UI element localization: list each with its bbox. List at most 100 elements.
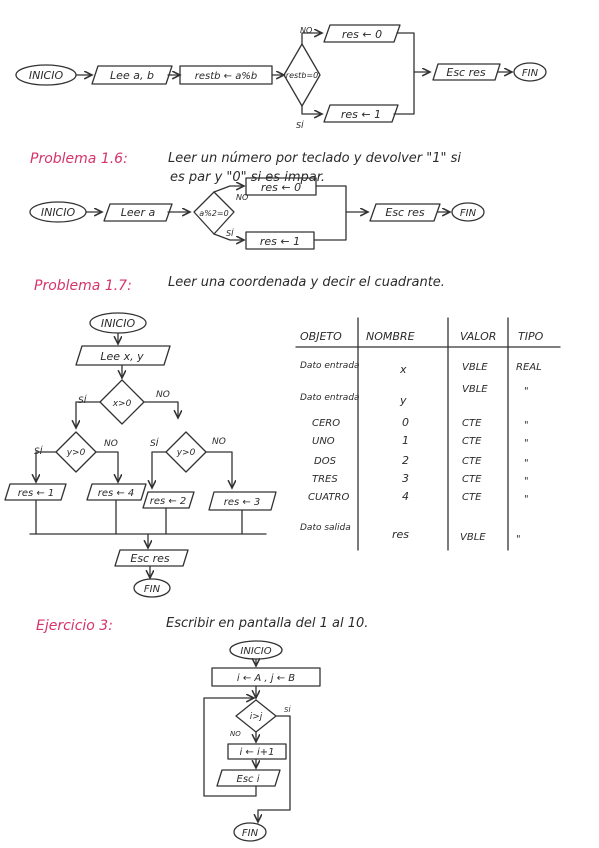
- si-label: SÍ: [78, 394, 88, 406]
- table-cell-nombre: x: [399, 363, 407, 376]
- increment-label: i ← i+1: [239, 747, 274, 758]
- exercise-3-heading: Ejercicio 3:: [36, 618, 113, 634]
- si-label: SÍ: [150, 437, 160, 449]
- si-label: SÍ: [284, 705, 291, 714]
- table-cell-valor: VBLE: [462, 384, 488, 395]
- res4-box: [86, 483, 147, 501]
- decision-main-label: x>0: [112, 399, 132, 409]
- table-cell-nombre: 1: [402, 434, 409, 447]
- table-cell-valor: VBLE: [460, 532, 486, 543]
- table-cell-valor: VBLE: [462, 362, 488, 373]
- table-cell-nombre: res: [392, 528, 409, 541]
- exercise-3-text: Escribir en pantalla del 1 al 10.: [166, 616, 368, 631]
- table-cell-nombre: y: [399, 394, 407, 407]
- start-label: INICIO: [101, 317, 136, 330]
- write-label: Esc i: [237, 774, 260, 785]
- table-cell-valor: CTE: [462, 474, 482, 485]
- problem-1-6: Problema 1.6: Leer un número por teclado…: [29, 151, 485, 250]
- decision-left-label: y>0: [66, 448, 86, 458]
- table-cell-objeto: DOS: [314, 456, 337, 467]
- table-cell-objeto: Dato entrada: [300, 393, 360, 403]
- problem-1-6-heading: Problema 1.6:: [30, 151, 128, 167]
- no-label: NO: [230, 730, 241, 738]
- decision-right-label: y>0: [176, 448, 196, 458]
- table-cell-tipo: ": [524, 494, 529, 505]
- write-label: Esc res: [385, 206, 425, 219]
- si-label: SÍ: [226, 227, 235, 238]
- read-io-box: [103, 203, 173, 222]
- table-cell-valor: CTE: [462, 492, 482, 503]
- end-terminal: [233, 822, 267, 842]
- start-label: INICIO: [41, 206, 76, 219]
- start-label: INICIO: [29, 69, 64, 82]
- table-cell-valor: CTE: [462, 436, 482, 447]
- end-terminal: [513, 62, 547, 82]
- problem-1-7: Problema 1.7: Leer una coordenada y deci…: [4, 275, 445, 598]
- table-cell-valor: CTE: [462, 418, 482, 429]
- res3-box: [208, 491, 277, 511]
- decision-diamond: [283, 43, 321, 107]
- table-cell-nombre: 3: [402, 472, 409, 485]
- table-cell-objeto: UNO: [312, 436, 335, 447]
- table-header-valor: VALOR: [460, 330, 496, 343]
- decision-label: a%2=0: [199, 209, 228, 218]
- write-box: [369, 203, 441, 222]
- table-cell-objeto: Dato salida: [300, 523, 351, 533]
- table-cell-tipo: ": [524, 458, 529, 469]
- read-label: Lee a, b: [110, 69, 154, 82]
- table-cell-tipo: ": [524, 420, 529, 431]
- table-cell-tipo: REAL: [516, 362, 542, 373]
- exercise-3: Ejercicio 3: Escribir en pantalla del 1 …: [36, 616, 368, 842]
- end-label: FIN: [460, 208, 477, 219]
- problem-1-7-text: Leer una coordenada y decir el cuadrante…: [168, 275, 445, 290]
- res2-label: res ← 2: [150, 496, 187, 507]
- table-cell-objeto: CUATRO: [308, 492, 349, 503]
- table-header-tipo: TIPO: [518, 330, 544, 343]
- no-label: NO: [104, 439, 118, 449]
- decision-label: restb=0: [286, 71, 318, 80]
- decision-label: i>j: [250, 712, 263, 722]
- table-cell-valor: CTE: [462, 456, 482, 467]
- read-label: Leer a: [121, 206, 156, 219]
- end-label: FIN: [242, 828, 259, 839]
- write-box: [216, 769, 281, 787]
- end-terminal: [451, 202, 485, 222]
- no-label: NO: [212, 437, 226, 447]
- end-label: FIN: [144, 584, 161, 595]
- increment-box: [227, 743, 287, 760]
- res0-label: res ← 0: [342, 28, 382, 41]
- problem-1-7-heading: Problema 1.7:: [34, 278, 132, 294]
- no-label: NO: [300, 26, 312, 35]
- res1-label: res ← 1: [260, 235, 300, 248]
- res1-label: res ← 1: [341, 108, 381, 121]
- write-box: [114, 549, 189, 567]
- decision-diamond: [193, 191, 235, 235]
- table-cell-nombre: 4: [402, 490, 409, 503]
- table-cell-objeto: Dato entrada: [300, 361, 360, 371]
- end-label: FIN: [522, 68, 539, 79]
- table-cell-nombre: 0: [402, 416, 409, 429]
- res1-box: [323, 104, 399, 123]
- read-label: Lee x, y: [100, 350, 144, 363]
- si-label: SÍ: [34, 445, 44, 457]
- read-io-box: [75, 345, 171, 366]
- problem-1-6-text-line1: Leer un número por teclado y devolver "1…: [168, 151, 461, 166]
- table-cell-objeto: CERO: [312, 418, 340, 429]
- res0-box: [323, 24, 401, 43]
- start-label: INICIO: [240, 646, 271, 657]
- table-cell-objeto: TRES: [312, 474, 338, 485]
- init-label: i ← A , j ← B: [237, 673, 295, 684]
- table-cell-tipo: ": [524, 476, 529, 487]
- res0-label: res ← 0: [261, 181, 301, 194]
- init-box: [211, 667, 321, 687]
- res4-label: res ← 4: [98, 488, 135, 499]
- write-box: [432, 63, 501, 81]
- write-label: Esc res: [446, 66, 486, 79]
- res1-box: [4, 483, 67, 501]
- table-cell-tipo: ": [516, 534, 521, 545]
- no-label: NO: [236, 193, 248, 202]
- no-label: NO: [156, 390, 170, 400]
- assign-label: restb ← a%b: [195, 71, 257, 82]
- si-label: SÍ: [296, 119, 305, 130]
